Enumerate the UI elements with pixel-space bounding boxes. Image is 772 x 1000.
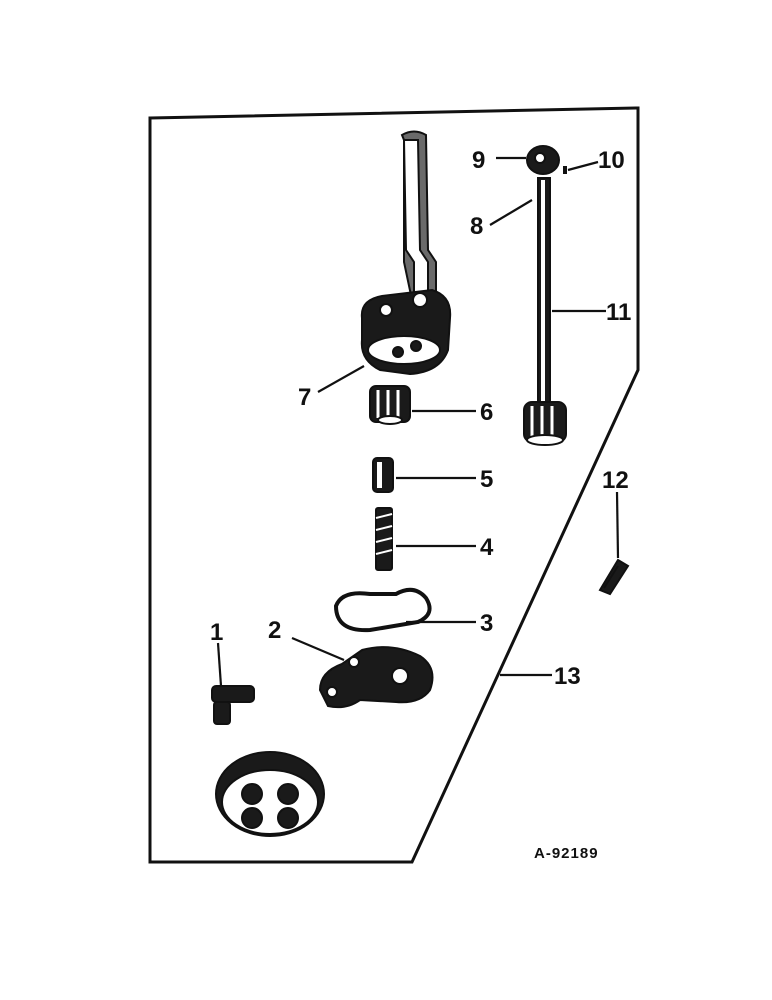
drawing-code: A-92189 (534, 845, 599, 862)
clip-part-12 (598, 558, 630, 596)
callout-7: 7 (298, 384, 311, 411)
pump-body-part-7 (360, 130, 452, 376)
callout-13: 13 (554, 663, 581, 690)
shaft-gear (523, 401, 567, 446)
spring-part-4 (375, 507, 393, 571)
leader-lines (216, 156, 620, 687)
callout-6: 6 (480, 399, 493, 426)
cover-part-2 (318, 646, 434, 709)
callout-5: 5 (480, 466, 493, 493)
gear-nut-part-9 (526, 145, 560, 175)
panel-outline (148, 106, 640, 864)
idler-gear-part-6 (369, 385, 411, 425)
callout-3: 3 (480, 610, 493, 637)
screen-assembly-part-1 (193, 685, 325, 837)
plunger-part-5 (372, 457, 394, 493)
gasket-part-3 (333, 587, 432, 633)
callout-11: 11 (606, 299, 631, 326)
callout-8: 8 (470, 213, 483, 240)
pin-part-10 (563, 166, 567, 174)
callout-4: 4 (480, 534, 494, 561)
callout-9: 9 (472, 147, 485, 174)
callout-10: 10 (598, 147, 625, 174)
callout-1: 1 (210, 619, 223, 646)
drive-shaft-part-11 (537, 177, 551, 411)
callout-12: 12 (602, 467, 629, 494)
callout-2: 2 (268, 617, 281, 644)
